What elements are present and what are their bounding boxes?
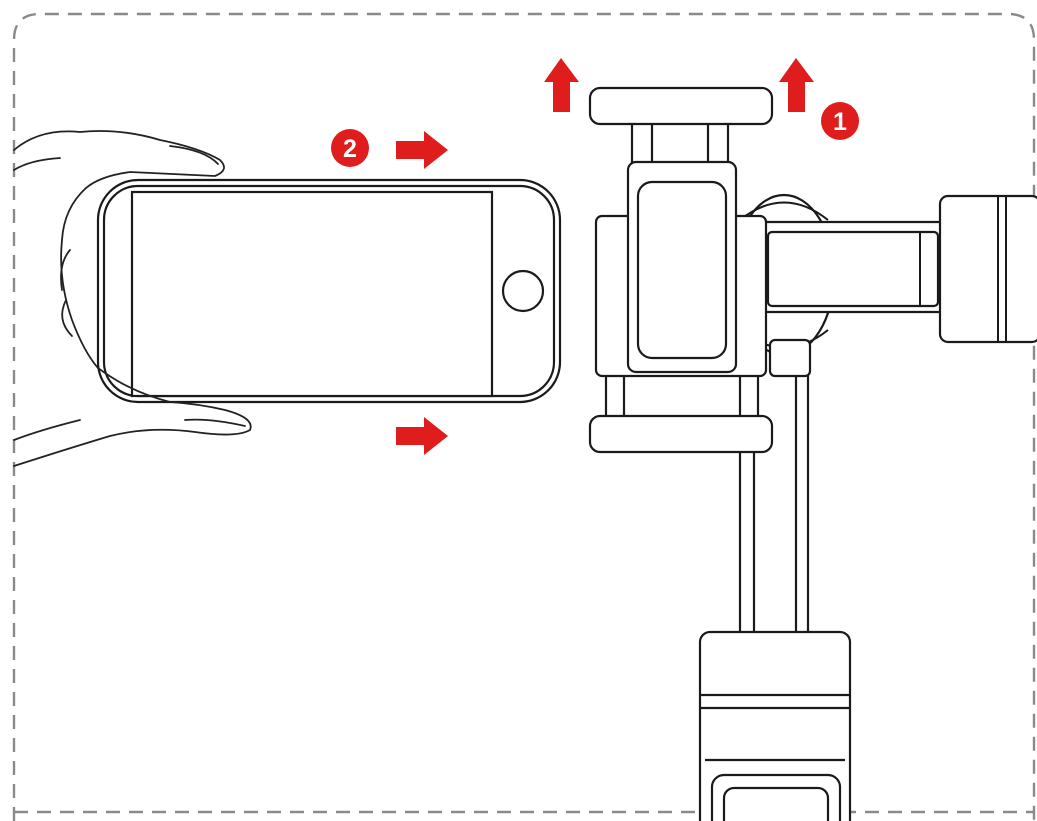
- dashed-frame: [12, 12, 1036, 821]
- clamp-connector: [768, 338, 812, 378]
- clamp-bottom-pad: [588, 414, 774, 454]
- step-2-number: 2: [343, 135, 357, 163]
- handle-rod-left: [738, 438, 756, 642]
- gimbal-handle: [698, 630, 852, 821]
- phone-clamp: [594, 160, 768, 378]
- step-1-badge: 1: [821, 102, 859, 140]
- pan-motor: [938, 194, 1037, 344]
- arrow-right-icon: [396, 417, 448, 455]
- gimbal-arm: [758, 220, 952, 314]
- step-2-badge: 2: [331, 129, 369, 167]
- hand: [13, 130, 252, 467]
- clamp-rod-bottom-right: [738, 370, 760, 424]
- step-1-number: 1: [833, 108, 847, 136]
- arrow-up-icon: [779, 58, 814, 112]
- arrow-up-icon: [544, 58, 579, 112]
- gimbal: [588, 86, 1037, 821]
- clamp-rod-top-right: [706, 116, 730, 170]
- phone-home-button: [501, 269, 545, 313]
- handle-rod-right: [794, 348, 810, 642]
- clamp-rod-bottom-left: [604, 370, 626, 424]
- clamp-top-pad: [588, 86, 774, 126]
- phone-screen: [130, 190, 494, 398]
- clamp-rod-top-left: [630, 116, 654, 170]
- arrow-right-icon: [396, 131, 448, 169]
- smartphone: [96, 178, 562, 404]
